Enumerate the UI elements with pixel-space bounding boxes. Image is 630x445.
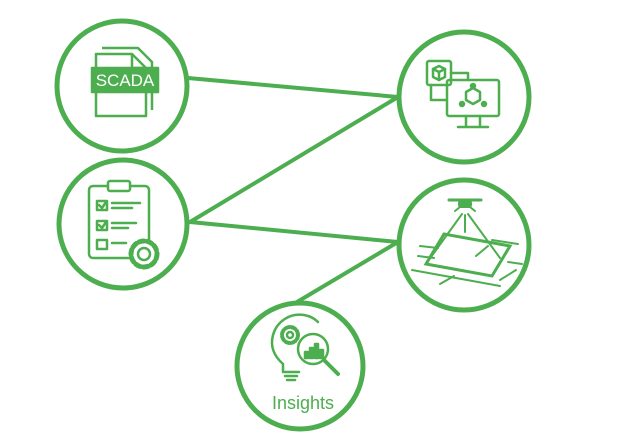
checklist-gear-icon: [87, 179, 160, 270]
node-checklist: [56, 157, 190, 291]
edge-insights-to-drone: [295, 240, 400, 304]
node-drone-circle: [396, 177, 532, 313]
node-drone: [396, 177, 532, 313]
node-digital-twin-circle: [396, 29, 532, 165]
lightbulb-analytics-icon: [270, 313, 340, 382]
connector-lines: [186, 76, 400, 304]
node-insights-circle: [234, 300, 366, 432]
edge-scada-to-digital-twin: [186, 76, 400, 99]
monitor-cube-network-icon: [425, 59, 501, 129]
node-insights: Insights: [234, 300, 366, 432]
scada-file-icon: [90, 46, 160, 118]
edge-checklist-to-digital-twin: [188, 95, 400, 224]
edge-checklist-to-drone: [188, 220, 400, 244]
node-scada: SCADA: [54, 18, 190, 154]
scada-label: SCADA: [96, 71, 155, 90]
drone-survey-map-icon: [411, 198, 523, 287]
node-digital-twin: [396, 29, 532, 165]
insights-label: Insights: [272, 393, 334, 413]
